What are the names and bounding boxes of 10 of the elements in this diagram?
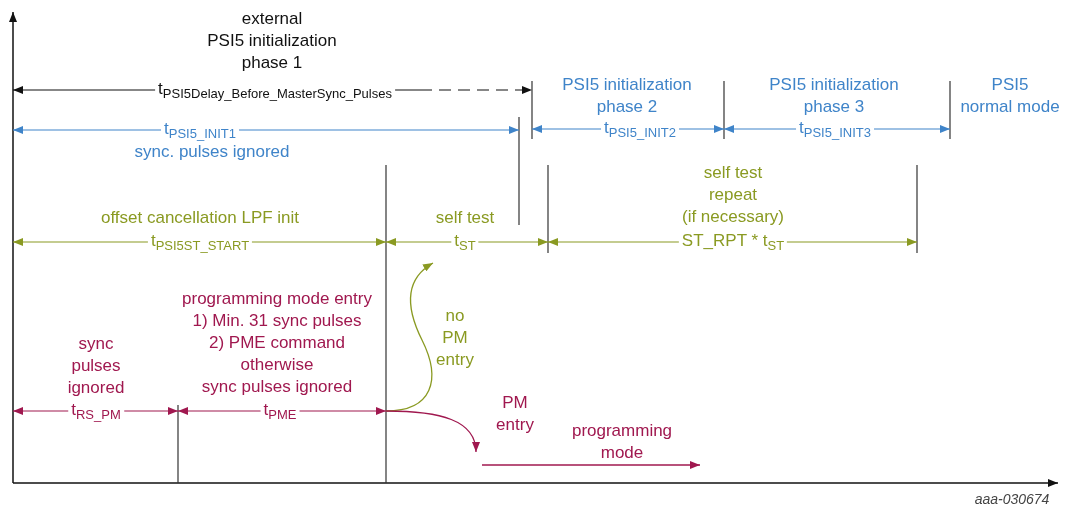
branch-label: no PM entry xyxy=(435,305,475,371)
figure-id: aaa-030674 xyxy=(973,490,1051,508)
phase-label: external PSI5 initialization phase 1 xyxy=(206,8,338,74)
phase-description: offset cancellation LPF init xyxy=(99,207,301,229)
phase-description: self test repeat (if necessary) xyxy=(681,162,785,228)
phase-description: sync. pulses ignored xyxy=(133,141,291,163)
branch-label: PM entry xyxy=(495,392,535,436)
phase-description: self test xyxy=(434,207,496,229)
mode-label: programming mode xyxy=(570,420,674,464)
phase-label: PSI5 normal mode xyxy=(959,74,1061,118)
